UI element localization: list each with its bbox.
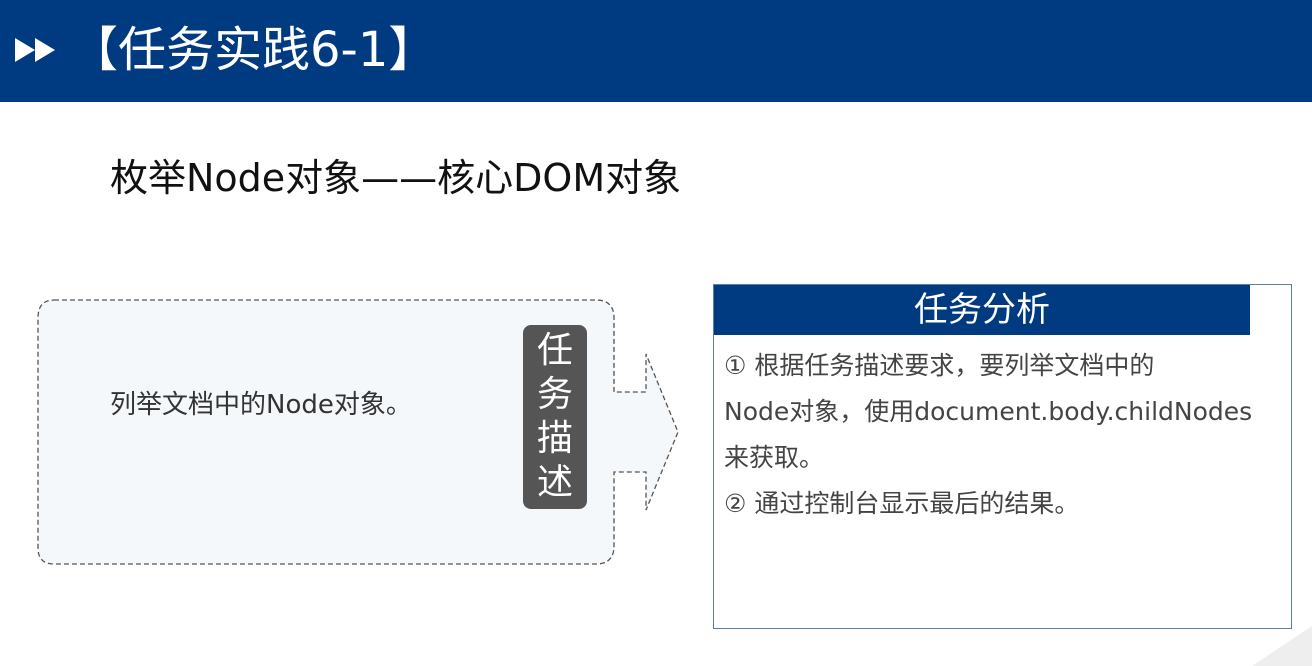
task-analysis-body: ① 根据任务描述要求，要列举文档中的 Node对象，使用document.bod… — [724, 343, 1286, 527]
corner-decoration — [1252, 626, 1312, 666]
analysis-line: 来获取。 — [724, 443, 825, 472]
task-description-text: 列举文档中的Node对象。 — [110, 390, 412, 420]
task-analysis-box: 任务分析 ① 根据任务描述要求，要列举文档中的 Node对象，使用documen… — [713, 284, 1292, 629]
task-description-tag-label: 任务描述 — [536, 330, 573, 503]
analysis-line: ① 根据任务描述要求，要列举文档中的 — [724, 351, 1155, 380]
slide-subtitle: 枚举Node对象——核心DOM对象 — [110, 156, 682, 200]
analysis-line: ② 通过控制台显示最后的结果。 — [724, 489, 1080, 518]
slide-title: 【任务实践6-1】 — [70, 22, 437, 78]
double-arrow-icon — [15, 38, 55, 62]
header-bar: 【任务实践6-1】 — [0, 0, 1312, 102]
task-description-box — [37, 299, 679, 565]
task-description-tag: 任务描述 — [523, 325, 587, 509]
task-analysis-title: 任务分析 — [714, 285, 1250, 335]
analysis-line: Node对象，使用document.body.childNodes — [724, 397, 1253, 426]
